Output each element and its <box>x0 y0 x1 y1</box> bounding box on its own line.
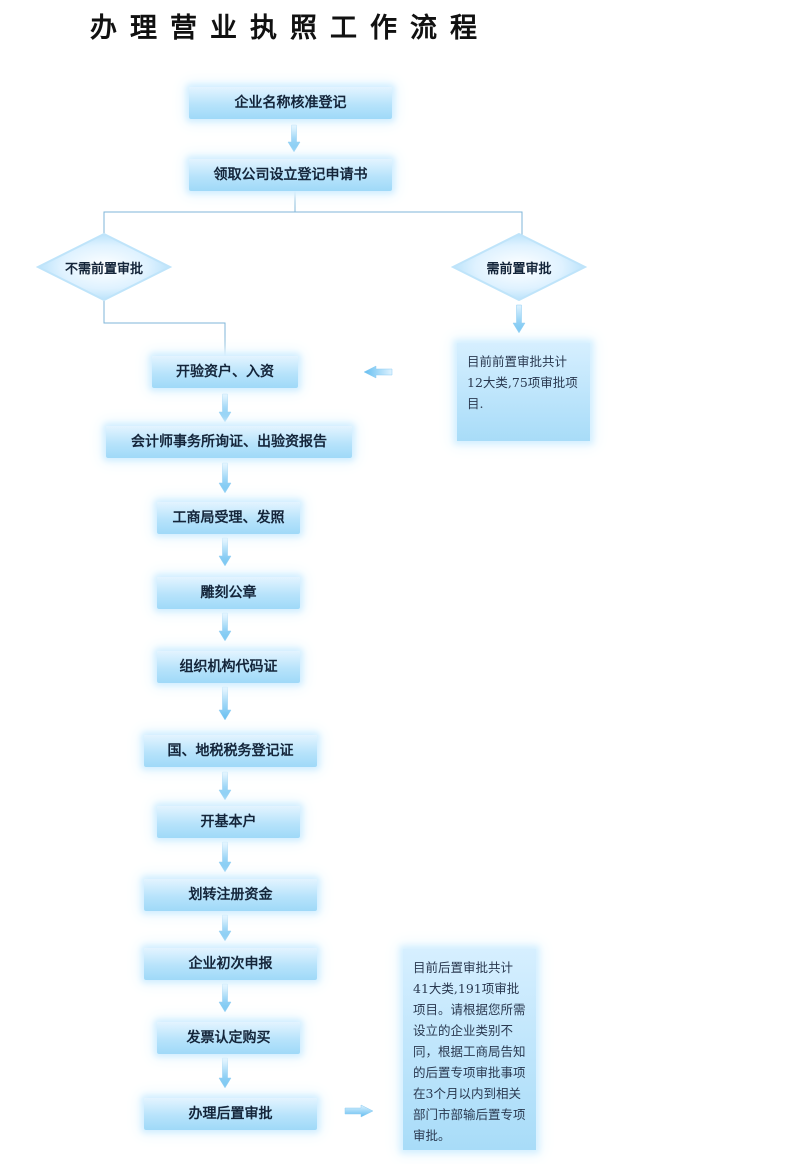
branch-need-pre-approval: 需前置审批 <box>486 262 552 277</box>
step-post-approval: 办理后置审批 <box>144 1098 317 1130</box>
step-capital-verification: 会计师事务所询证、出验资报告 <box>106 426 352 458</box>
arrow-down-icon <box>218 393 232 423</box>
arrow-down-icon <box>218 686 232 721</box>
arrow-down-icon <box>218 841 232 873</box>
step-basic-account: 开基本户 <box>157 806 300 838</box>
note-post-approval: 目前后置审批共计41大类,191项审批项目。请根据您所需设立的企业类别不同，根据… <box>403 949 536 1150</box>
step-business-license: 工商局受理、发照 <box>157 502 300 534</box>
step-org-code: 组织机构代码证 <box>157 651 300 683</box>
arrow-down-icon <box>218 612 232 642</box>
arrow-down-icon <box>287 124 301 153</box>
step-name-approval: 企业名称核准登记 <box>189 87 392 119</box>
step-get-application: 领取公司设立登记申请书 <box>189 159 392 191</box>
arrow-down-icon <box>218 462 232 494</box>
arrow-left-icon <box>363 365 393 379</box>
arrow-down-icon <box>218 983 232 1013</box>
step-initial-declaration: 企业初次申报 <box>144 948 317 980</box>
step-transfer-capital: 划转注册资金 <box>144 879 317 911</box>
branch-no-pre-approval: 不需前置审批 <box>64 262 143 277</box>
arrow-down-icon <box>218 914 232 942</box>
arrow-down-icon <box>218 1057 232 1089</box>
arrow-right-icon <box>344 1104 374 1118</box>
step-open-capital-account: 开验资户、入资 <box>152 356 298 388</box>
note-pre-approval: 目前前置审批共计12大类,75项审批项目. <box>457 343 590 441</box>
arrow-down-icon <box>512 304 526 334</box>
arrow-down-icon <box>218 771 232 801</box>
page-title: 办理营业执照工作流程 <box>90 13 490 44</box>
arrow-down-icon <box>218 537 232 567</box>
decision-diamond-left <box>35 232 173 302</box>
branch-connector <box>103 191 296 236</box>
branch-connector <box>103 298 226 356</box>
step-carve-seal: 雕刻公章 <box>157 577 300 609</box>
step-invoice-purchase: 发票认定购买 <box>157 1022 300 1054</box>
branch-connector <box>295 211 523 236</box>
step-tax-registration: 国、地税税务登记证 <box>144 735 317 767</box>
decision-diamond-right <box>450 232 588 302</box>
